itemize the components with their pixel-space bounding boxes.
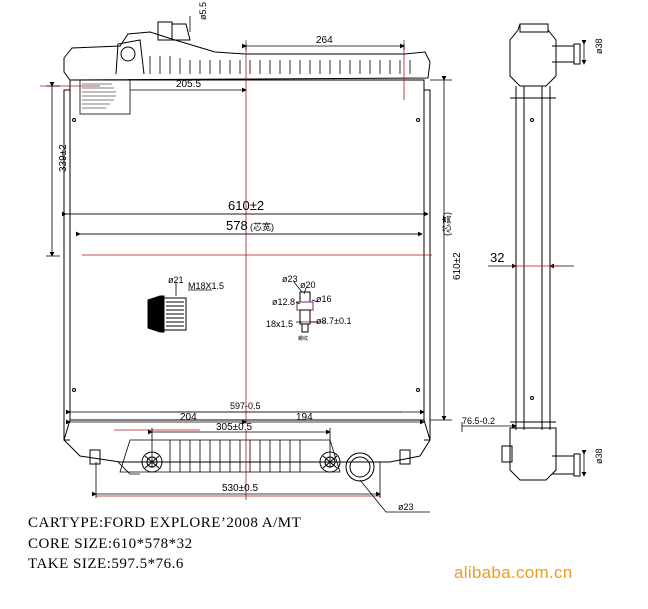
drain-fitting bbox=[147, 295, 187, 333]
bottom-outlet bbox=[345, 452, 375, 482]
dim-left-span: 204 bbox=[180, 412, 197, 423]
bottom-tank bbox=[63, 419, 431, 463]
spec-core-size: CORE SIZE:610*578*32 bbox=[28, 536, 193, 552]
dim-valve-d12: ø12.8 bbox=[272, 297, 295, 307]
dim-core-width: 578 bbox=[226, 218, 248, 233]
bottom-tank-ribs bbox=[169, 440, 301, 472]
side-view-dims bbox=[461, 40, 587, 477]
top-tank bbox=[63, 31, 431, 81]
top-tank-ribs bbox=[149, 56, 411, 74]
dim-hole-span: 305±0.5 bbox=[216, 422, 253, 433]
dim-side-depth: 76.5-0.2 bbox=[462, 416, 495, 426]
dim-right-span: 194 bbox=[296, 412, 313, 423]
dim-core-height-note: (芯高) bbox=[441, 212, 452, 236]
dim-core-width-note: (芯宽) bbox=[250, 221, 274, 232]
dim-valve-d20: ø20 bbox=[300, 280, 316, 290]
dim-small-note: 螺纹 bbox=[298, 335, 308, 342]
dim-core-height: 610±2 bbox=[452, 252, 463, 280]
dim-valve-d8: ø8.7±0.1 bbox=[316, 316, 351, 326]
spec-take-size: TAKE SIZE:597.5*76.6 bbox=[28, 556, 184, 572]
filler-neck bbox=[115, 39, 145, 75]
bleed-valve bbox=[296, 291, 314, 333]
dim-bottom-span: 530±0.5 bbox=[222, 483, 259, 494]
watermark-logo: alibaba.com.cn bbox=[454, 563, 573, 582]
dim-side-height: 339±2 bbox=[58, 144, 69, 172]
dim-valve-d23: ø23 bbox=[282, 274, 298, 284]
core-outline bbox=[69, 79, 425, 421]
dim-top-width: 264 bbox=[316, 35, 333, 46]
dim-valve-thread: 18x1.5 bbox=[266, 319, 293, 329]
dim-overall-width: 610±2 bbox=[228, 198, 264, 213]
dim-fitting-thread: M18X1.5 bbox=[188, 281, 224, 291]
dim-outlet-dia: ø23 bbox=[398, 502, 414, 512]
dim-inner-offset: 205.5 bbox=[176, 79, 201, 90]
dim-valve-d16: ø16 bbox=[316, 294, 332, 304]
dim-fitting-dia: ø21 bbox=[168, 275, 184, 285]
dim-thickness: 32 bbox=[490, 250, 504, 265]
dim-take-width: 597-0.5 bbox=[230, 401, 261, 411]
dim-cap-height: ø5.5 bbox=[198, 2, 208, 20]
dim-pipe-top: ø38 bbox=[594, 38, 604, 54]
spec-cartype: CARTYPE:FORD EXPLORE’2008 A/MT bbox=[28, 515, 302, 531]
dimension-lines bbox=[46, 16, 452, 513]
dim-pipe-bottom: ø38 bbox=[594, 448, 604, 464]
side-view bbox=[501, 23, 581, 481]
